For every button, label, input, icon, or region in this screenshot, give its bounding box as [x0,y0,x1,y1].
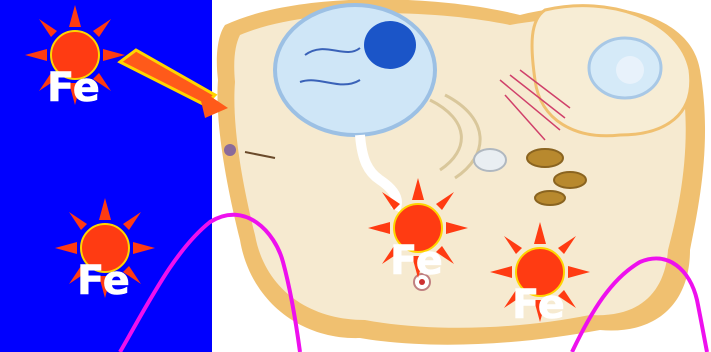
fe-label: Fe [390,238,443,284]
fe-label: Fe [77,258,130,304]
fe-label: Fe [512,282,565,328]
fe-label: Fe [47,65,100,111]
